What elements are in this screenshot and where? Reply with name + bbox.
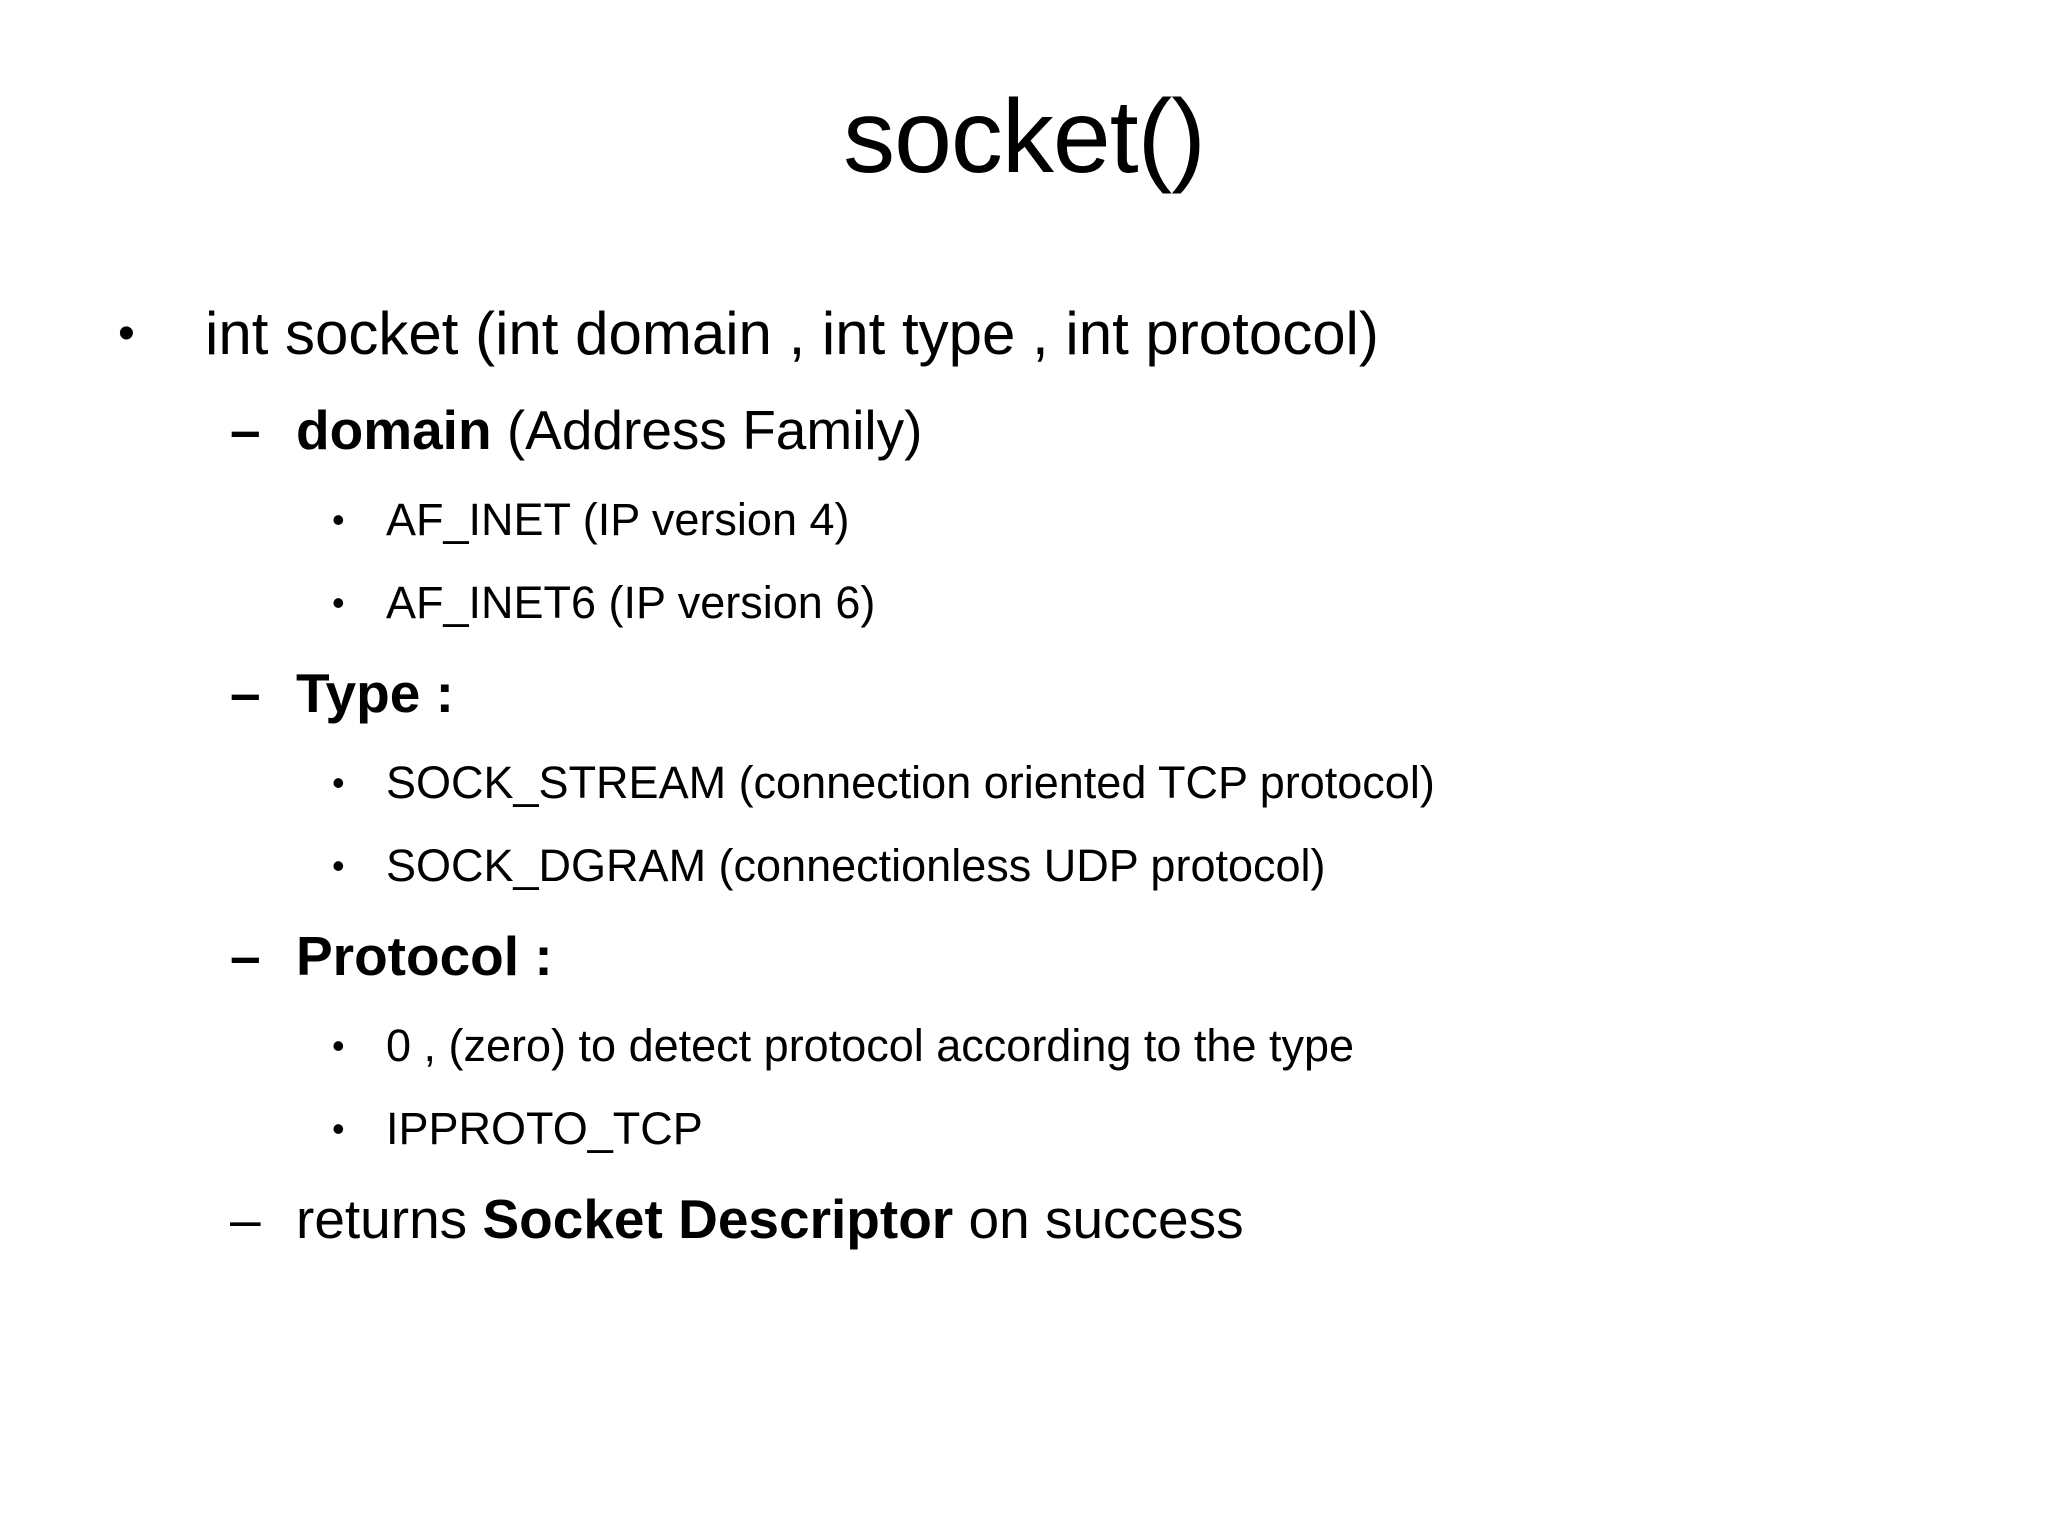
- list-item-protocol: – Protocol :: [0, 907, 2048, 1004]
- dash-icon: –: [230, 1187, 261, 1250]
- list-item-af-inet6: • AF_INET6 (IP version 6): [0, 561, 2048, 644]
- ipproto-tcp-text: IPPROTO_TCP: [386, 1102, 703, 1154]
- bullet-icon: •: [332, 1024, 345, 1066]
- signature-text: int socket (int domain , int type , int …: [205, 299, 1379, 367]
- slide-body: • int socket (int domain , int type , in…: [0, 285, 2048, 1267]
- list-item-af-inet: • AF_INET (IP version 4): [0, 478, 2048, 561]
- bullet-icon: •: [332, 581, 345, 623]
- bullet-icon: •: [332, 498, 345, 540]
- returns-text: returns Socket Descriptor on success: [296, 1187, 1244, 1250]
- protocol-label: Protocol :: [296, 924, 553, 987]
- list-item-type: – Type :: [0, 644, 2048, 741]
- sock-dgram-text: SOCK_DGRAM (connectionless UDP protocol): [386, 839, 1326, 891]
- list-item-sock-stream: • SOCK_STREAM (connection oriented TCP p…: [0, 741, 2048, 824]
- dash-icon: –: [230, 398, 261, 461]
- list-item-domain: – domain (Address Family): [0, 381, 2048, 478]
- af-inet6-text: AF_INET6 (IP version 6): [386, 576, 876, 628]
- list-item-zero-protocol: • 0 , (zero) to detect protocol accordin…: [0, 1004, 2048, 1087]
- slide-title: socket(): [843, 79, 1206, 195]
- list-item-returns: – returns Socket Descriptor on success: [0, 1170, 2048, 1267]
- type-label: Type :: [296, 661, 454, 724]
- bullet-icon: •: [118, 306, 135, 360]
- bullet-icon: •: [332, 844, 345, 886]
- zero-protocol-text: 0 , (zero) to detect protocol according …: [386, 1019, 1355, 1071]
- list-item-signature: • int socket (int domain , int type , in…: [0, 285, 2048, 381]
- bullet-icon: •: [332, 761, 345, 803]
- bullet-icon: •: [332, 1107, 345, 1149]
- domain-label: domain (Address Family): [296, 398, 923, 461]
- sock-stream-text: SOCK_STREAM (connection oriented TCP pro…: [386, 756, 1435, 808]
- af-inet-text: AF_INET (IP version 4): [386, 493, 850, 545]
- list-item-sock-dgram: • SOCK_DGRAM (connectionless UDP protoco…: [0, 824, 2048, 907]
- list-item-ipproto-tcp: • IPPROTO_TCP: [0, 1087, 2048, 1170]
- dash-icon: –: [230, 661, 261, 724]
- dash-icon: –: [230, 924, 261, 987]
